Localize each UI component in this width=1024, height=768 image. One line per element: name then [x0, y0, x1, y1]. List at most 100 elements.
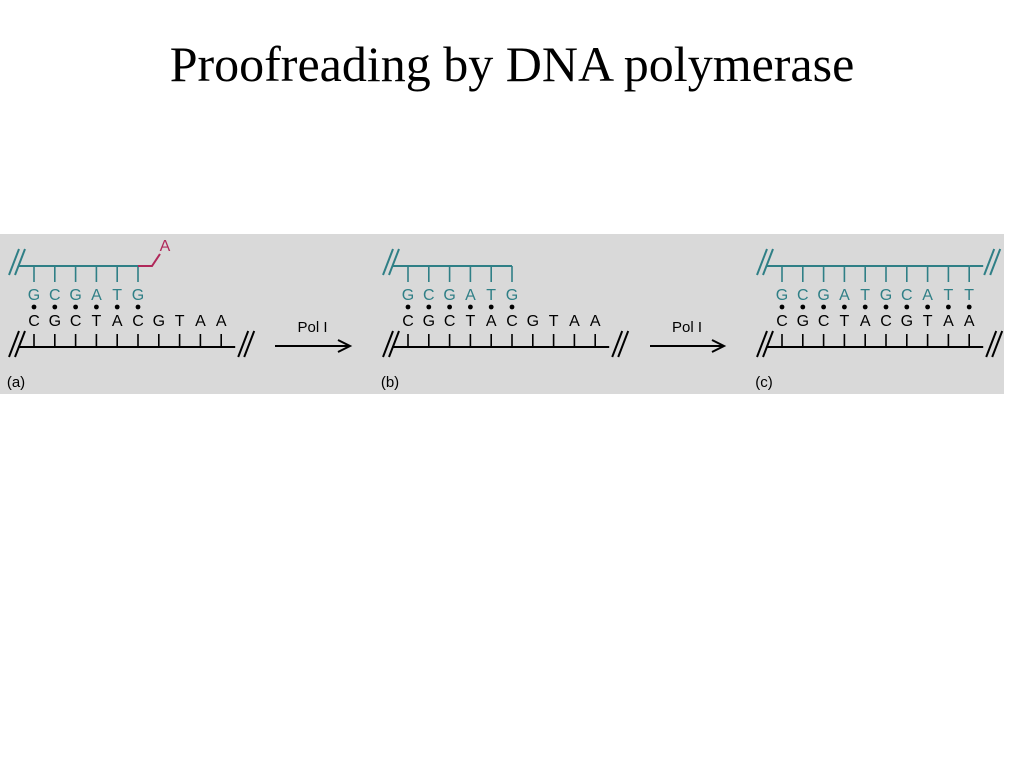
- template-base: A: [964, 313, 975, 330]
- base-pair-dot: [468, 304, 473, 310]
- template-base: G: [153, 313, 165, 330]
- template-base: A: [860, 313, 871, 330]
- new-strand-base: T: [860, 287, 870, 304]
- base-pair-dot: [426, 304, 432, 310]
- base-pair-dot: [114, 304, 120, 310]
- template-base: G: [527, 313, 539, 330]
- base-pair-dot: [946, 304, 951, 310]
- new-strand-base: T: [486, 287, 496, 304]
- template-base: G: [423, 313, 435, 330]
- template-left-break: [8, 330, 26, 358]
- template-base: T: [549, 313, 559, 330]
- template-base: T: [923, 313, 933, 330]
- new-strand-base: G: [402, 287, 414, 304]
- template-base: A: [216, 313, 227, 330]
- template-base: G: [49, 313, 61, 330]
- base-pair-dot: [800, 304, 806, 310]
- template-base: C: [132, 313, 144, 330]
- slide-title: Proofreading by DNA polymerase: [169, 36, 855, 92]
- template-base: A: [569, 313, 580, 330]
- panel-label: (a): [7, 374, 25, 391]
- new-strand-base: G: [880, 287, 892, 304]
- template-left-break: [382, 330, 400, 358]
- template-base: T: [92, 313, 102, 330]
- template-base: G: [901, 313, 913, 330]
- new-strand-base: G: [506, 287, 518, 304]
- panel-label: (c): [755, 374, 773, 391]
- arrow-head: [711, 339, 727, 353]
- template-base: C: [402, 313, 414, 330]
- base-pair-dot: [821, 304, 826, 310]
- template-base: T: [175, 313, 185, 330]
- base-pair-dot: [405, 304, 411, 310]
- template-right-break: [237, 330, 256, 358]
- template-left-break: [756, 330, 774, 358]
- new-strand-base: T: [944, 287, 954, 304]
- base-pair-dot: [925, 304, 930, 310]
- mismatch-base: A: [160, 238, 171, 255]
- new-strand-base: A: [91, 287, 102, 304]
- base-pair-dot: [862, 304, 868, 310]
- template-base: C: [506, 313, 518, 330]
- new-strand-base: G: [69, 287, 81, 304]
- base-pair-dot: [135, 304, 141, 310]
- base-pair-dot: [488, 304, 494, 310]
- new-strand-base: A: [839, 287, 850, 304]
- mismatch-bond: [138, 253, 161, 267]
- new-strand-left-break: [8, 248, 26, 276]
- base-pair-dot: [509, 304, 515, 310]
- base-pair-dot: [904, 304, 910, 310]
- new-strand-base: C: [797, 287, 809, 304]
- template-base: A: [486, 313, 497, 330]
- template-base: C: [444, 313, 456, 330]
- base-pair-dot: [31, 304, 37, 310]
- base-pair-dot: [447, 304, 452, 310]
- template-base: A: [112, 313, 123, 330]
- new-strand-base: A: [922, 287, 933, 304]
- template-right-break: [611, 330, 630, 358]
- new-strand-right-break: [983, 248, 1002, 276]
- template-base: C: [776, 313, 788, 330]
- new-strand-left-break: [756, 248, 774, 276]
- template-base: C: [818, 313, 830, 330]
- new-strand-base: G: [817, 287, 829, 304]
- template-base: A: [943, 313, 954, 330]
- arrow-head: [337, 339, 353, 353]
- template-base: C: [880, 313, 892, 330]
- template-base: T: [840, 313, 850, 330]
- pol-i-arrow-2: Pol I: [650, 319, 727, 353]
- enzyme-label: Pol I: [297, 319, 327, 336]
- new-strand-base: G: [28, 287, 40, 304]
- base-pair-dot: [842, 304, 847, 310]
- template-base: C: [28, 313, 40, 330]
- base-pair-dot: [52, 304, 58, 310]
- new-strand-base: G: [443, 287, 455, 304]
- template-base: T: [466, 313, 476, 330]
- base-pair-dot: [966, 304, 972, 310]
- template-base: A: [195, 313, 206, 330]
- new-strand-base: T: [964, 287, 974, 304]
- new-strand-left-break: [382, 248, 400, 276]
- new-strand-base: T: [112, 287, 122, 304]
- new-strand-base: G: [132, 287, 144, 304]
- new-strand-base: C: [423, 287, 435, 304]
- new-strand-base: C: [901, 287, 913, 304]
- template-right-break: [985, 330, 1004, 358]
- base-pair-dot: [73, 304, 78, 310]
- base-pair-dot: [883, 304, 889, 310]
- base-pair-dot: [94, 304, 99, 310]
- template-base: G: [797, 313, 809, 330]
- new-strand-base: A: [465, 287, 476, 304]
- template-base: A: [590, 313, 601, 330]
- template-base: C: [70, 313, 82, 330]
- enzyme-label: Pol I: [672, 319, 702, 336]
- new-strand-base: C: [49, 287, 61, 304]
- pol-i-arrow-1: Pol I: [275, 319, 353, 353]
- panel-label: (b): [381, 374, 399, 391]
- base-pair-dot: [779, 304, 785, 310]
